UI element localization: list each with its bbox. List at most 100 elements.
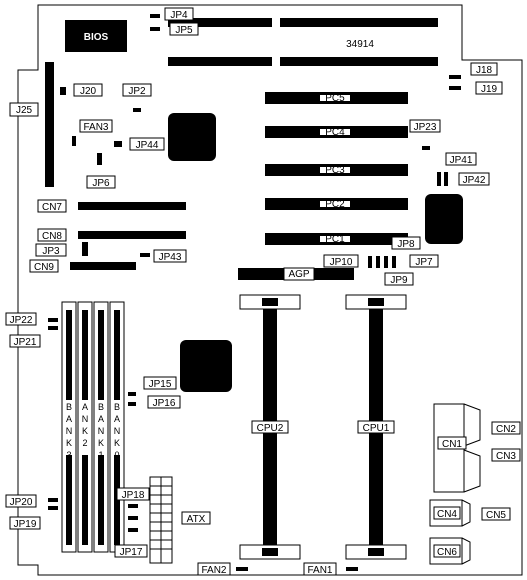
jp21-jumper: JP21 <box>9 326 58 348</box>
cn2-connector: CN2 <box>491 421 521 435</box>
svg-text:B: B <box>66 402 72 412</box>
cn7-connector: CN7 <box>37 199 186 213</box>
svg-text:B: B <box>98 402 104 412</box>
jp19-jumper: JP19 <box>9 506 58 530</box>
svg-text:JP10: JP10 <box>330 257 353 268</box>
svg-text:2: 2 <box>82 438 87 448</box>
pci-slot-pc3: PC3 <box>265 164 408 176</box>
jp20-jumper: JP20 <box>5 494 58 508</box>
dimm-bank-3: B A N K 3 <box>61 301 77 553</box>
fan3-header: FAN3 <box>72 119 113 146</box>
svg-text:AGP: AGP <box>288 269 309 280</box>
jp5-jumper: JP5 <box>150 22 199 36</box>
jp3-jumper: JP3 <box>35 242 88 257</box>
chipset-north <box>168 113 216 161</box>
jp22-jumper: JP22 <box>5 312 58 326</box>
j19-connector: J19 <box>449 81 503 95</box>
svg-text:JP42: JP42 <box>463 175 486 186</box>
svg-text:CN8: CN8 <box>42 231 62 242</box>
svg-text:J20: J20 <box>80 86 97 97</box>
cn3-connector: CN3 <box>491 448 521 462</box>
svg-text:JP3: JP3 <box>42 246 60 257</box>
jp16-jumper: JP16 <box>128 395 181 409</box>
svg-text:PC5: PC5 <box>325 93 345 104</box>
svg-text:ATX: ATX <box>187 514 206 525</box>
pci-slot-pc2: PC2 <box>265 198 408 210</box>
svg-text:J25: J25 <box>16 105 33 116</box>
bios-chip: BIOS <box>65 20 127 52</box>
svg-text:A: A <box>114 414 120 424</box>
svg-text:JP41: JP41 <box>450 155 473 166</box>
dimm-bank-0: B A N K 0 <box>109 301 125 553</box>
svg-text:CN5: CN5 <box>486 510 506 521</box>
svg-text:A: A <box>98 414 104 424</box>
pci-slot-pc4: PC4 <box>265 126 408 138</box>
svg-text:3: 3 <box>66 450 71 460</box>
svg-text:CN2: CN2 <box>496 424 516 435</box>
jp43-jumper: JP43 <box>140 249 187 263</box>
atx-power-connector: ATX <box>149 476 211 564</box>
svg-text:PC4: PC4 <box>325 127 345 138</box>
cn1-connector: CN1 <box>433 403 481 493</box>
jp17-jumper: JP17 <box>114 544 148 558</box>
svg-text:JP18: JP18 <box>122 490 145 501</box>
svg-text:JP2: JP2 <box>128 86 146 97</box>
jp44-jumper: JP44 <box>114 137 165 151</box>
svg-text:JP21: JP21 <box>14 337 37 348</box>
jp8-jumper: JP8 <box>391 236 421 250</box>
svg-text:FAN3: FAN3 <box>83 122 108 133</box>
jp23-jumper: JP23 <box>409 119 441 150</box>
svg-text:1: 1 <box>98 450 103 460</box>
svg-text:CN4: CN4 <box>437 509 457 520</box>
cn5-connector: CN5 <box>481 507 511 521</box>
jp2-jumper: JP2 <box>122 83 152 112</box>
svg-text:CN7: CN7 <box>42 202 62 213</box>
svg-text:JP22: JP22 <box>10 315 33 326</box>
j18-connector: J18 <box>449 62 498 79</box>
jp10-jumper: JP10 <box>323 254 359 268</box>
svg-text:PC1: PC1 <box>325 234 345 245</box>
svg-text:K: K <box>98 438 104 448</box>
svg-text:FAN1: FAN1 <box>307 565 332 576</box>
dimm-bank-2: A N K 2 <box>77 301 93 553</box>
jp9-jumper: JP9 <box>384 272 414 286</box>
svg-text:N: N <box>82 414 89 424</box>
svg-text:JP7: JP7 <box>415 257 433 268</box>
svg-text:A: A <box>82 402 88 412</box>
svg-text:J18: J18 <box>476 65 493 76</box>
board-outline <box>17 4 523 576</box>
svg-text:JP23: JP23 <box>414 122 437 133</box>
svg-text:CN3: CN3 <box>496 451 516 462</box>
fan1-header: FAN1 <box>303 562 358 576</box>
svg-text:N: N <box>66 426 73 436</box>
j20-connector: J20 <box>60 83 103 97</box>
svg-text:K: K <box>82 426 88 436</box>
cn4-connector: CN4 <box>429 499 471 527</box>
jumper-cluster <box>368 256 396 268</box>
cn8-connector: CN8 <box>37 228 186 242</box>
isa-slots <box>168 18 438 66</box>
cpu1-slot: CPU1 <box>345 294 407 560</box>
chipset-memory <box>180 340 232 392</box>
jp6-jumper: JP6 <box>86 153 116 189</box>
svg-text:JP9: JP9 <box>390 275 408 286</box>
svg-text:JP20: JP20 <box>10 497 33 508</box>
pci-slot-pc5: PC5 <box>265 92 408 104</box>
svg-text:JP43: JP43 <box>159 252 182 263</box>
svg-text:JP19: JP19 <box>14 519 37 530</box>
cn6-connector: CN6 <box>429 537 471 565</box>
svg-text:CPU1: CPU1 <box>363 423 390 434</box>
svg-text:N: N <box>98 426 105 436</box>
svg-text:CN1: CN1 <box>442 439 462 450</box>
pci-slot-pc1: PC1 <box>265 233 408 245</box>
jp18-jumper: JP18 <box>116 487 150 532</box>
dimm-bank-1: B A N K 1 <box>93 301 109 553</box>
svg-text:FAN2: FAN2 <box>201 565 226 576</box>
fan2-header: FAN2 <box>197 562 248 576</box>
cpu2-slot: CPU2 <box>239 294 301 560</box>
svg-text:K: K <box>66 438 72 448</box>
svg-text:N: N <box>114 426 121 436</box>
board-number: 34914 <box>346 39 374 50</box>
j25-header: J25 <box>9 62 54 187</box>
